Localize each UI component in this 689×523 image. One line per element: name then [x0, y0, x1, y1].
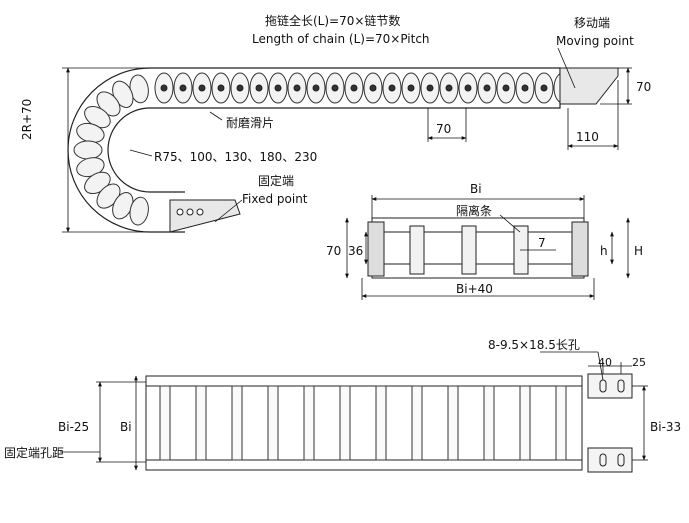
plan-dimensions [60, 351, 648, 471]
plan-bi: Bi [120, 420, 132, 434]
crossbar [303, 385, 315, 461]
length-title-cn: 拖链全长(L)=70×链节数 [265, 14, 401, 28]
link-pin [312, 84, 320, 92]
moving-end-bracket [559, 67, 619, 105]
chain-side-view [67, 67, 619, 233]
link-pin [331, 84, 339, 92]
link-pin [464, 84, 472, 92]
upper-link-plates [154, 72, 573, 104]
section-bi: Bi [470, 182, 482, 196]
link-pin [274, 84, 282, 92]
wear-strip-label: 耐磨滑片 [226, 116, 275, 130]
section-bi-plus40: Bi+40 [456, 282, 493, 296]
plan-view [145, 373, 633, 473]
link-pin [217, 84, 225, 92]
section-dimensions [345, 195, 630, 300]
height-2r70: 2R+70 [20, 98, 34, 140]
fixed-end-cn: 固定端 [258, 174, 295, 188]
link-pin [407, 84, 415, 92]
link-pin [179, 84, 187, 92]
fixed-end-en: Fixed point [242, 192, 308, 206]
crossbar [483, 385, 495, 461]
crossbar [411, 385, 423, 461]
slot-label: 8-9.5×18.5长孔 [488, 338, 580, 352]
dim-70-right: 70 [636, 80, 652, 94]
link-pin [445, 84, 453, 92]
crossbar [555, 385, 567, 461]
plan-dim-40: 40 [598, 356, 612, 369]
dim-70-pitch: 70 [436, 122, 452, 136]
divider-label: 隔离条 [456, 204, 493, 218]
section-H: H [634, 244, 644, 258]
link-pin [540, 84, 548, 92]
bend-link-plates [73, 74, 149, 226]
crossbar [195, 385, 207, 461]
link-pin [502, 84, 510, 92]
hole-pitch-label: 固定端孔距 [4, 446, 65, 460]
plan-bi-minus25: Bi-25 [58, 420, 90, 434]
link-pin [369, 84, 377, 92]
link-pin [388, 84, 396, 92]
crossbar [231, 385, 243, 461]
link-pin [160, 84, 168, 92]
crossbar [375, 385, 387, 461]
moving-end-en: Moving point [556, 34, 634, 48]
crossbar [267, 385, 279, 461]
link-pin [483, 84, 491, 92]
crossbar [159, 385, 171, 461]
plan-crossbars [159, 385, 567, 461]
section-dim-70: 70 [326, 244, 342, 258]
link-pin [350, 84, 358, 92]
link-pin [426, 84, 434, 92]
fixed-end-bracket [169, 199, 241, 233]
chain-link [129, 196, 149, 226]
section-h: h [600, 244, 608, 258]
length-title-en: Length of chain (L)=70×Pitch [252, 32, 430, 46]
link-pin [293, 84, 301, 92]
section-dim-7: 7 [538, 236, 546, 250]
link-pin [521, 84, 529, 92]
dim-110: 110 [576, 130, 599, 144]
radius-list: R75、100、130、180、230 [154, 150, 318, 164]
top-dimensions [62, 47, 632, 233]
chain-link [73, 140, 103, 160]
link-pin [255, 84, 263, 92]
moving-end-cn: 移动端 [574, 16, 611, 30]
bracket-bottom [587, 447, 633, 473]
plan-dim-25: 25 [632, 356, 646, 369]
link-pin [236, 84, 244, 92]
cross-section-view [367, 217, 589, 279]
bracket-top [587, 373, 633, 399]
crossbar [519, 385, 531, 461]
crossbar [447, 385, 459, 461]
link-pin [198, 84, 206, 92]
crossbar [339, 385, 351, 461]
section-dim-36: 36 [348, 244, 364, 258]
plan-bi-minus33: Bi-33 [650, 420, 682, 434]
